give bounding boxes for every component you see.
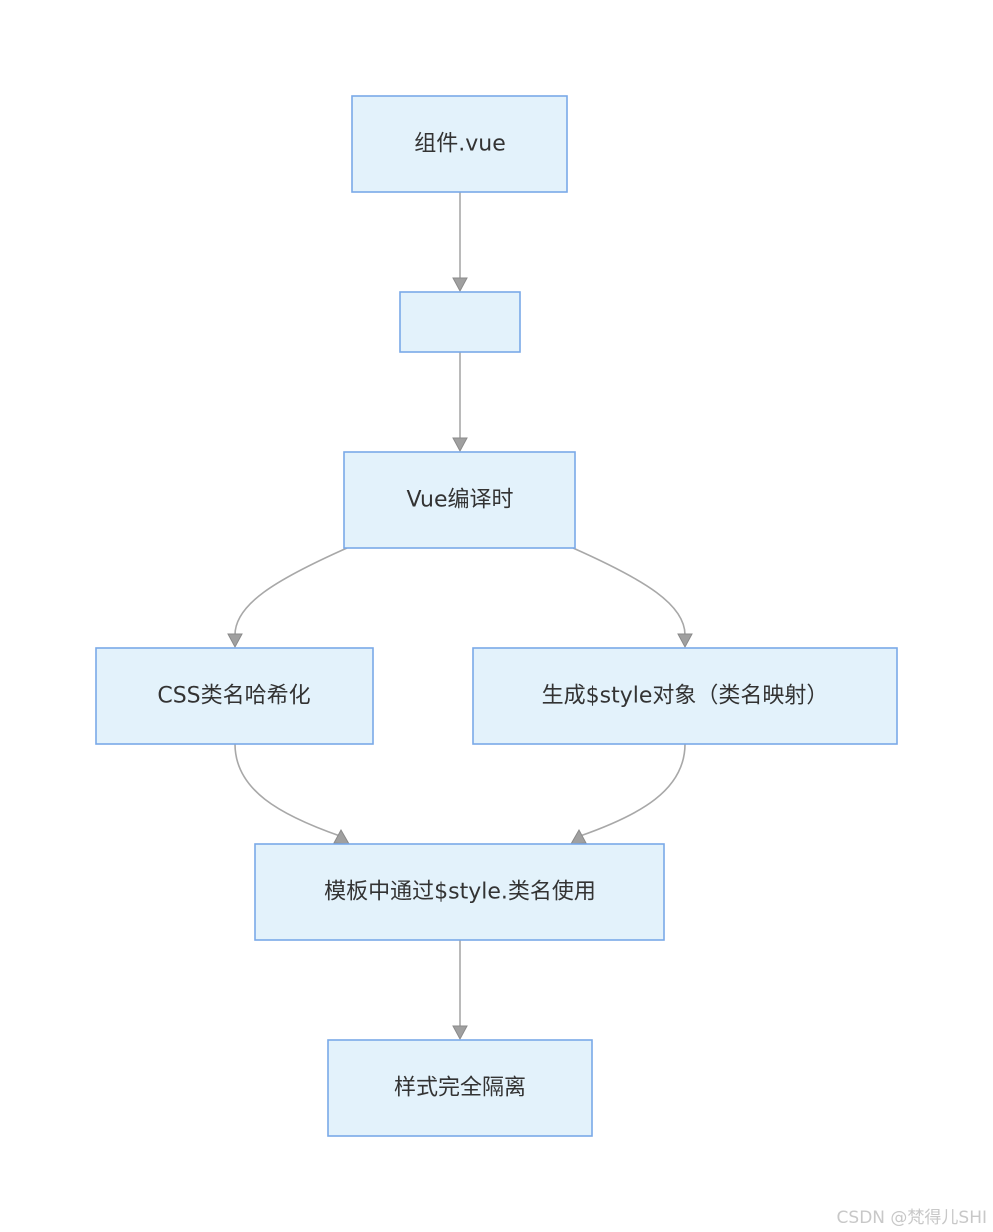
watermark: CSDN @梵得儿SHI [836, 1208, 987, 1228]
arrowhead-icon [452, 437, 468, 453]
arrowhead-icon [227, 633, 243, 649]
node-style-object-label: 生成$style对象（类名映射） [542, 684, 829, 709]
node-css-hash-label: CSS类名哈希化 [157, 684, 310, 709]
node-template-usage: 模板中通过$style.类名使用 [254, 843, 665, 941]
edge-compile-to-css-hash [227, 547, 348, 649]
edge-css-hash-to-template [234, 743, 350, 845]
edge-component-to-empty [452, 192, 468, 293]
arrowhead-icon [452, 277, 468, 293]
node-vue-compile: Vue编译时 [343, 451, 576, 549]
edge-empty-to-compile [452, 352, 468, 453]
node-style-isolation-label: 样式完全隔离 [394, 1076, 526, 1101]
arrowhead-icon [333, 828, 350, 845]
arrowhead-icon [452, 1025, 468, 1041]
node-css-hash: CSS类名哈希化 [95, 647, 374, 745]
edge-template-to-isolation [452, 940, 468, 1041]
arrowhead-icon [677, 633, 693, 649]
edge-style-object-to-template [570, 743, 686, 845]
arrowhead-icon [570, 828, 587, 845]
node-empty-step [399, 291, 521, 353]
node-template-usage-label: 模板中通过$style.类名使用 [324, 880, 596, 905]
node-style-isolation: 样式完全隔离 [327, 1039, 593, 1137]
node-style-object: 生成$style对象（类名映射） [472, 647, 898, 745]
node-vue-compile-label: Vue编译时 [406, 488, 513, 513]
node-component-file: 组件.vue [351, 95, 568, 193]
edge-compile-to-style-object [572, 547, 693, 649]
node-component-file-label: 组件.vue [414, 132, 506, 157]
